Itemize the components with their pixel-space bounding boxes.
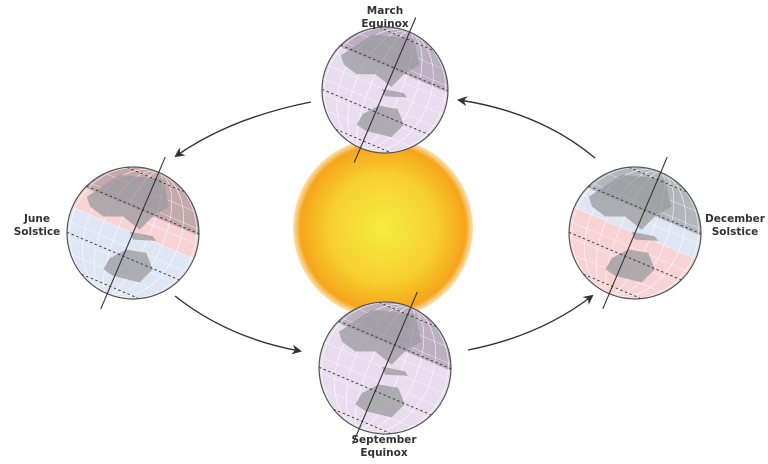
globe-outline [66,166,200,300]
globe-outline [318,301,452,435]
label-line: June [24,213,50,225]
earth-axis [100,156,166,310]
label-line: Solstice [711,226,759,238]
earth-axis [602,156,668,310]
globe-outline [321,26,449,154]
label-line: Equinox [360,447,408,459]
orbit-arrow-december-to-march [457,96,596,159]
earth-axis [352,291,418,445]
earth-globe-september [318,291,452,445]
label-march-equinox: March Equinox [335,5,435,31]
orbit-arrow-march-to-june [174,101,312,158]
sun [293,138,473,318]
earth-globe-june [66,156,200,310]
orbit-arrow-june-to-september [174,295,302,355]
latitude-line [321,88,430,136]
latitude-line [340,44,449,92]
label-september-equinox: September Equinox [334,434,434,460]
earth-globe-december [568,156,702,310]
orbit-arrow-september-to-december [467,294,594,351]
label-line: Equinox [361,18,409,30]
label-line: December [705,213,765,225]
label-line: Solstice [13,226,61,238]
continents [338,309,422,418]
label-line: September [351,434,417,446]
label-line: March [366,5,404,17]
label-december-solstice: December Solstice [685,213,768,239]
label-june-solstice: June Solstice [0,213,87,239]
globe-outline [568,166,702,300]
earth-globe-march [321,17,449,163]
earth-axis [353,17,417,163]
